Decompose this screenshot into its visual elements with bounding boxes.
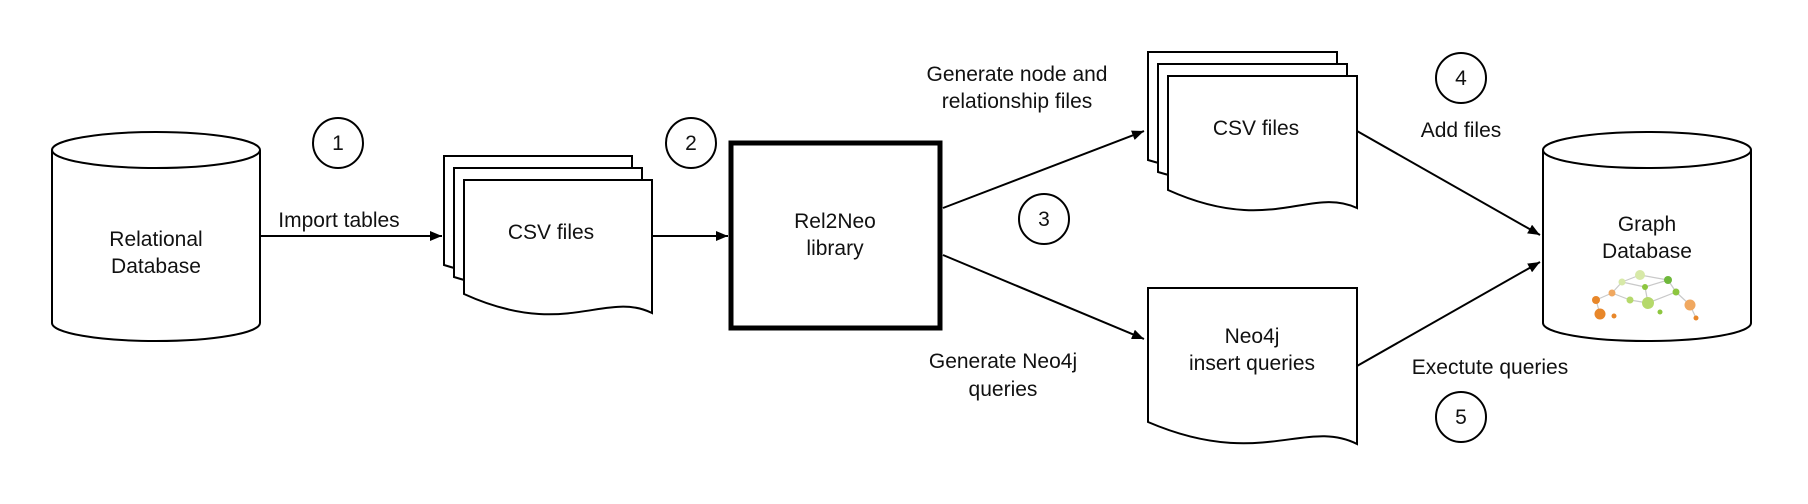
step-2-label: 2	[685, 132, 697, 155]
csv-files-stack-2: CSV files	[1147, 51, 1358, 212]
add-files-edge: Add files	[1356, 119, 1541, 236]
relational-database-node: Relational Database	[51, 131, 261, 342]
execute-queries-edge: Exectute queries	[1356, 261, 1568, 379]
generate-files-label-line1: Generate node and	[927, 63, 1108, 86]
graph-database-cylinder-body	[1542, 150, 1752, 342]
import-tables-label: Import tables	[278, 209, 399, 232]
step-4-marker: 4	[1435, 52, 1487, 104]
step-5-marker: 5	[1435, 391, 1487, 443]
graph-network-icon	[1592, 270, 1699, 321]
generate-queries-label-line2: queries	[969, 378, 1038, 401]
relational-database-cylinder-top	[51, 131, 261, 169]
neo4j-queries-document	[1147, 287, 1358, 446]
step-4-label: 4	[1455, 67, 1467, 90]
step-2-marker: 2	[665, 117, 717, 169]
import-tables-edge: Import tables	[260, 209, 442, 241]
csv-files-2-label: CSV files	[1213, 117, 1299, 140]
graph-database-label-line1: Graph	[1618, 213, 1676, 236]
generate-files-edge: Generate node and relationship files	[927, 63, 1145, 209]
execute-queries-label: Exectute queries	[1412, 356, 1568, 379]
step-1-label: 1	[332, 132, 344, 155]
graph-database-cylinder-top	[1542, 131, 1752, 169]
csv-files-1-document	[463, 179, 653, 316]
neo4j-queries-label-line1: Neo4j	[1225, 325, 1280, 348]
step-5-label: 5	[1455, 406, 1467, 429]
rel2neo-label-line1: Rel2Neo	[794, 210, 876, 233]
rel2neo-library-node: Rel2Neo library	[728, 140, 943, 331]
add-files-label: Add files	[1421, 119, 1502, 142]
graph-database-node: Graph Database	[1542, 131, 1752, 342]
csv-files-stack-1: CSV files	[443, 155, 653, 316]
generate-queries-edge: Generate Neo4j queries	[929, 254, 1145, 401]
step-3-label: 3	[1038, 208, 1050, 231]
neo4j-queries-node: Neo4j insert queries	[1147, 287, 1358, 446]
relational-database-label-line1: Relational	[109, 228, 202, 251]
step-1-marker: 1	[312, 117, 364, 169]
neo4j-queries-label-line2: insert queries	[1189, 352, 1315, 375]
step-3-marker: 3	[1018, 193, 1070, 245]
relational-database-cylinder-body	[51, 150, 261, 342]
csv-files-2-document	[1167, 75, 1358, 212]
rel2neo-label-line2: library	[806, 237, 864, 260]
relational-database-label-line2: Database	[111, 255, 201, 278]
generate-queries-label-line1: Generate Neo4j	[929, 350, 1077, 373]
graph-database-label-line2: Database	[1602, 240, 1692, 263]
csv-files-1-label: CSV files	[508, 221, 594, 244]
generate-files-label-line2: relationship files	[942, 90, 1093, 113]
